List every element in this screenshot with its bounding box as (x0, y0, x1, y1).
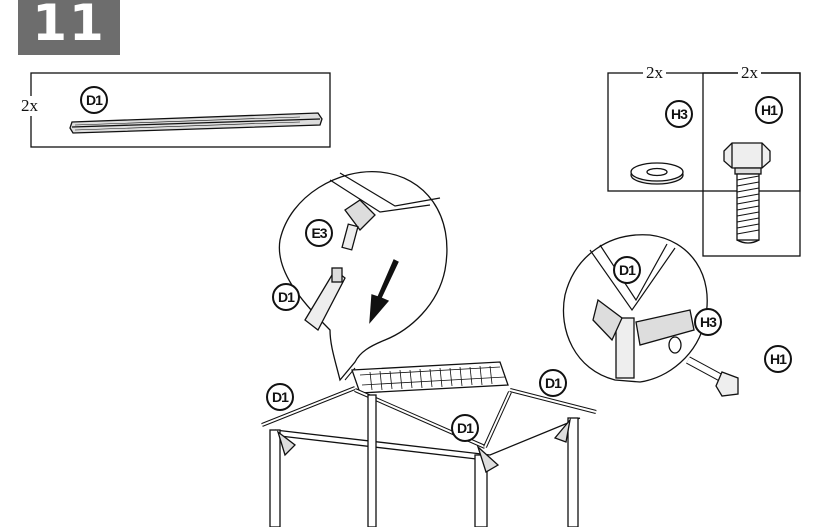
parts-box-d1 (30, 72, 331, 148)
roof-tray (351, 361, 509, 394)
part-label-h1: H1 (755, 96, 783, 124)
frame-label-d1-left: D1 (266, 383, 294, 411)
frame-label-d1-center: D1 (451, 414, 479, 442)
detail-label-d1-right: D1 (613, 256, 641, 284)
detail-callout-top (278, 170, 448, 382)
quantity-h1: 2x (738, 63, 761, 83)
step-number-badge: 11 (18, 0, 120, 55)
detail-label-h1: H1 (764, 345, 792, 373)
quantity-h3: 2x (643, 63, 666, 83)
bolt-h1-drawing (723, 142, 771, 244)
rail-d1-drawing (69, 112, 323, 134)
detail-callout-right (562, 234, 739, 397)
insert-arrow (369, 259, 399, 324)
quantity-d1: 2x (18, 96, 41, 116)
washer-h3-drawing (630, 162, 684, 185)
detail-label-h3: H3 (694, 308, 722, 336)
bolt-insert-drawing (686, 356, 739, 397)
frame-label-d1-right: D1 (539, 369, 567, 397)
detail-label-d1-top: D1 (272, 283, 300, 311)
detail-label-e3: E3 (305, 219, 333, 247)
part-label-h3: H3 (665, 100, 693, 128)
part-label-d1: D1 (80, 86, 108, 114)
